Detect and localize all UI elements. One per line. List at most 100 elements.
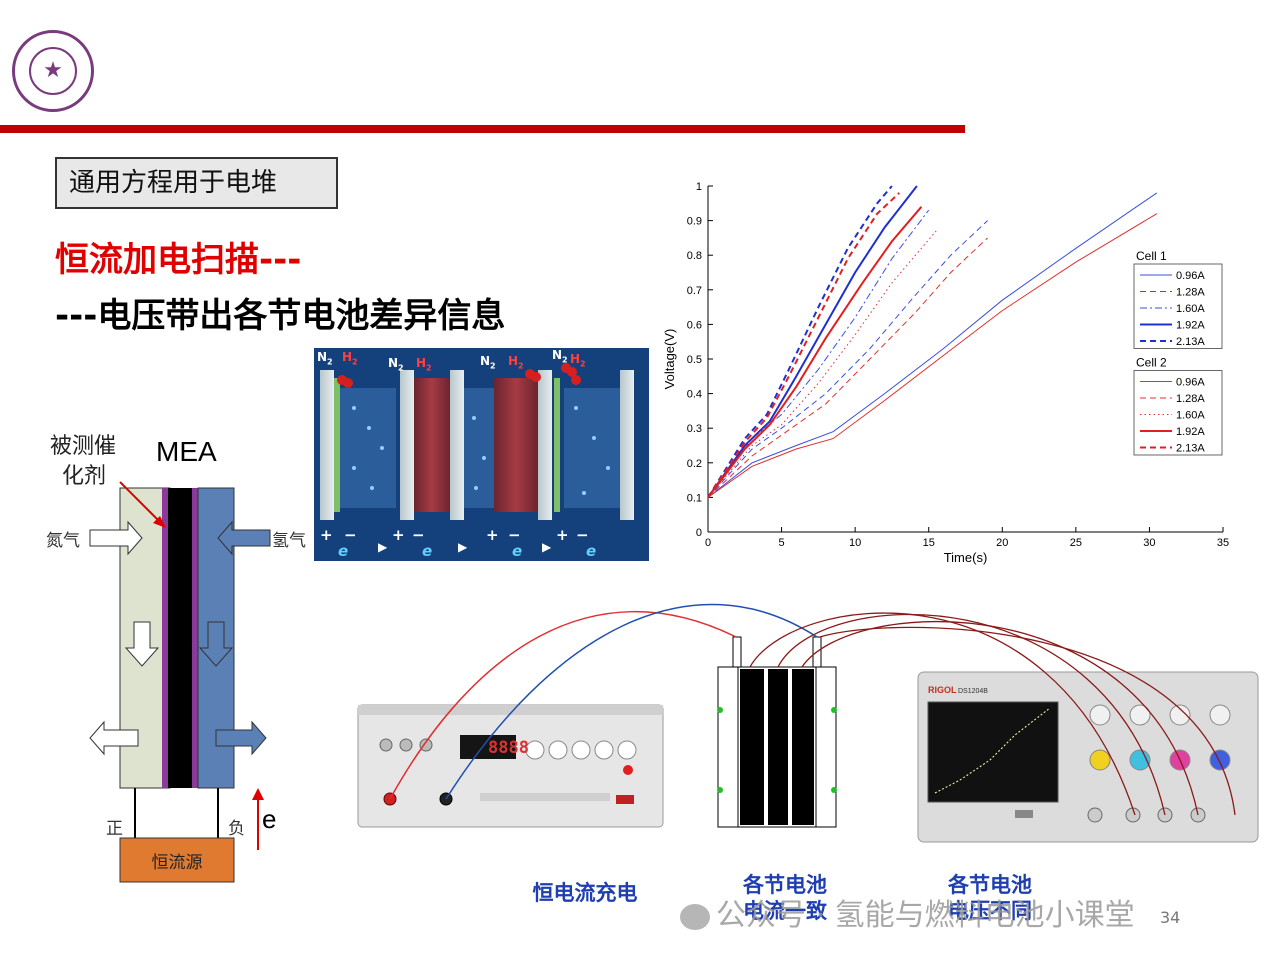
y-tick-label: 1 bbox=[696, 181, 702, 193]
series-line bbox=[707, 192, 900, 498]
source-knob-5[interactable] bbox=[617, 740, 637, 760]
mea-diagram: 被测催 化剂 MEA 氮气 氢气 正 负 e 恒流源 bbox=[40, 420, 330, 890]
watermark: 公众号 · 氢能与燃料电池小课堂 bbox=[680, 890, 1135, 934]
current-source-label: 恒流源 bbox=[151, 853, 203, 873]
source-top-rim bbox=[358, 705, 663, 715]
wire-cell-probe-4 bbox=[819, 626, 1236, 816]
bipolar-plate-3 bbox=[538, 370, 552, 520]
catalyst-label-line2: 化剂 bbox=[62, 464, 107, 489]
legend-entry: 1.60A bbox=[1176, 410, 1205, 422]
h2-label-2: H2 bbox=[416, 356, 432, 373]
scope-ch4-knob[interactable] bbox=[1209, 749, 1231, 771]
source-terminal-1 bbox=[379, 738, 393, 752]
caption-current: 各节电池 电流一致 bbox=[720, 872, 850, 924]
stack-terminal-left bbox=[732, 636, 742, 668]
cell-unit-3 bbox=[494, 370, 634, 520]
membrane-1 bbox=[414, 378, 450, 512]
x-tick-label: 5 bbox=[779, 537, 785, 549]
x-tick-label: 20 bbox=[996, 537, 1008, 549]
series-line bbox=[707, 185, 918, 498]
plus-sign-1: + bbox=[320, 526, 333, 544]
nitrogen-outlet-arrow bbox=[89, 720, 139, 756]
cell-unit-2 bbox=[414, 370, 494, 520]
flow-arrow-icon-3: ▶ bbox=[542, 540, 552, 554]
electron-sign-3: e bbox=[512, 542, 523, 560]
source-knob-4[interactable] bbox=[594, 740, 614, 760]
x-tick-label: 30 bbox=[1143, 537, 1155, 549]
legend-box bbox=[1133, 263, 1223, 349]
caption-charging: 恒电流充电 bbox=[532, 880, 638, 905]
y-tick-label: 0 bbox=[696, 527, 702, 539]
x-tick-label: 10 bbox=[849, 537, 861, 549]
y-tick-label: 0.2 bbox=[687, 458, 702, 470]
x-tick-label: 0 bbox=[705, 537, 711, 549]
hydrogen-label: 氢气 bbox=[272, 531, 306, 551]
scope-knob-3[interactable] bbox=[1169, 704, 1191, 726]
source-knob-2[interactable] bbox=[548, 740, 568, 760]
membrane bbox=[168, 488, 192, 788]
scope-trace bbox=[934, 707, 1051, 794]
series-line bbox=[707, 206, 923, 499]
x-tick-label: 35 bbox=[1217, 537, 1229, 549]
constant-current-source-device bbox=[357, 704, 664, 828]
fuel-cell-stack-image: N2 H2 N2 H2 N2 H2 N2 H2 + − e ▶ + − e ▶ … bbox=[314, 348, 649, 561]
wire-cell-probe-1 bbox=[749, 612, 1136, 816]
section-tag: 通用方程用于电堆 bbox=[55, 157, 338, 209]
current-source-box bbox=[119, 837, 235, 883]
stack-svg bbox=[314, 348, 649, 561]
h2-label-1: H2 bbox=[342, 350, 358, 367]
end-plate-right bbox=[620, 370, 634, 520]
watermark-text: 公众号 · 氢能与燃料电池小课堂 bbox=[716, 898, 1135, 933]
plus-sign-3: + bbox=[486, 526, 499, 544]
x-tick-label: 25 bbox=[1070, 537, 1082, 549]
y-tick-label: 0.7 bbox=[687, 285, 702, 297]
plus-sign-2: + bbox=[392, 526, 405, 544]
end-plate-left bbox=[320, 370, 334, 520]
n2-label-1: N2 bbox=[317, 350, 333, 367]
wire-source-positive bbox=[389, 610, 737, 800]
gdl-2 bbox=[554, 378, 560, 512]
series-line bbox=[707, 213, 1158, 498]
y-tick-label: 0.6 bbox=[687, 319, 702, 331]
legend-entry: 1.28A bbox=[1176, 287, 1205, 299]
scope-ch1-knob[interactable] bbox=[1089, 749, 1111, 771]
plus-sign-4: + bbox=[556, 526, 569, 544]
legend-entry: 2.13A bbox=[1176, 336, 1205, 348]
oscilloscope-device bbox=[917, 671, 1259, 843]
scope-knob-1[interactable] bbox=[1089, 704, 1111, 726]
minus-sign-1: − bbox=[344, 526, 357, 544]
electron-label: e bbox=[262, 804, 277, 834]
university-seal-logo: ★ bbox=[12, 30, 94, 112]
source-knob-1[interactable] bbox=[525, 740, 545, 760]
wire-source-negative bbox=[445, 603, 818, 800]
caption-current-line2: 电流一致 bbox=[743, 898, 827, 923]
scope-knob-2[interactable] bbox=[1129, 704, 1151, 726]
hydrogen-molecules bbox=[337, 363, 581, 388]
source-power-button[interactable] bbox=[616, 795, 634, 804]
series-line bbox=[707, 237, 988, 498]
legend-entry: 1.60A bbox=[1176, 303, 1205, 315]
scope-knob-4[interactable] bbox=[1209, 704, 1231, 726]
flow-field-2 bbox=[464, 388, 494, 508]
series-line bbox=[707, 185, 893, 498]
source-knob-3[interactable] bbox=[571, 740, 591, 760]
flow-field-3 bbox=[564, 388, 620, 508]
y-tick-label: 0.1 bbox=[687, 492, 702, 504]
star-icon: ★ bbox=[43, 58, 63, 83]
legend-entry: 1.28A bbox=[1176, 393, 1205, 405]
y-tick-label: 0.5 bbox=[687, 354, 702, 366]
cell-block-1 bbox=[740, 669, 764, 825]
electron-sign-1: e bbox=[338, 542, 349, 560]
source-terminal-3 bbox=[419, 738, 433, 752]
flow-arrow-icon-1: ▶ bbox=[378, 540, 388, 554]
legend-entry: 1.92A bbox=[1176, 320, 1205, 332]
headline-black: ---电压带出各节电池差异信息 bbox=[55, 296, 506, 336]
nitrogen-inlet-arrow bbox=[89, 520, 143, 556]
electron-sign-2: e bbox=[422, 542, 433, 560]
scope-brand: RIGOL bbox=[928, 685, 957, 695]
cell-stack-device bbox=[717, 636, 837, 828]
cell-block-3 bbox=[792, 669, 814, 825]
mea-label: MEA bbox=[156, 436, 217, 467]
catalyst-layer-left bbox=[162, 488, 168, 788]
flow-arrow-icon-2: ▶ bbox=[458, 540, 468, 554]
